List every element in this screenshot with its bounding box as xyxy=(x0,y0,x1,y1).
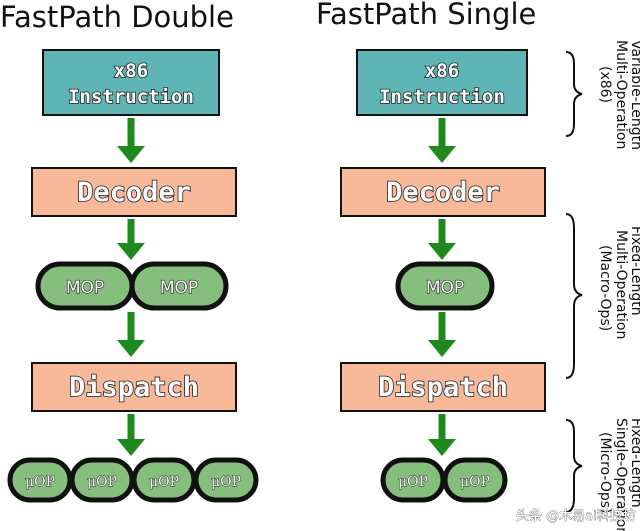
brace-1 xyxy=(565,51,583,137)
left-arrow-4-head xyxy=(117,439,145,456)
left-instruction-line1: x86 xyxy=(114,60,148,82)
brace-2 xyxy=(565,213,583,379)
side-label-1-line-2: Multi-Operation xyxy=(613,40,629,149)
side-label-2-line-2: Multi-Operation xyxy=(613,230,629,339)
side-label-3-line-3: (Micro-Ops) xyxy=(597,432,613,514)
left-mop-1-label: MOP xyxy=(66,278,104,298)
right-dispatch-box xyxy=(340,362,546,412)
left-uop-4-label: μOP xyxy=(211,474,241,490)
right-title: FastPath Single xyxy=(316,0,536,31)
side-label-variable-length: Variable-Length Multi-Operation (x86) xyxy=(597,40,640,150)
side-label-2-line-1: Fixed-Length xyxy=(628,226,640,316)
right-uop-1-label: μOP xyxy=(398,474,428,490)
left-uop-2-label: μOP xyxy=(87,474,117,490)
brace-3 xyxy=(565,419,583,513)
watermark-text: 头条 @木易ai科技坊 xyxy=(516,508,636,524)
left-mop-2 xyxy=(129,261,229,311)
right-instruction-line2: Instruction xyxy=(379,86,505,108)
left-mop-2-label: MOP xyxy=(160,278,198,298)
right-decoder-box xyxy=(340,167,546,217)
right-arrow-2-head xyxy=(428,243,456,260)
right-decoder-label: Decoder xyxy=(386,177,500,208)
side-label-micro-ops: Fixed-Length Single-Operation (Micro-Ops… xyxy=(597,418,640,531)
side-label-2-line-3: (Macro-Ops) xyxy=(597,245,613,331)
right-arrow-3-head xyxy=(428,340,456,357)
left-dispatch-box xyxy=(31,362,237,412)
side-label-macro-ops: Fixed-Length Multi-Operation (Macro-Ops) xyxy=(597,226,640,339)
right-instruction-line1: x86 xyxy=(425,60,459,82)
left-dispatch-label: Dispatch xyxy=(69,372,199,403)
right-mop-1 xyxy=(395,261,495,311)
left-uop-4 xyxy=(193,457,259,503)
left-instruction-box xyxy=(42,49,220,116)
right-dispatch-label: Dispatch xyxy=(378,372,508,403)
side-label-1-line-3: (x86) xyxy=(597,66,613,103)
left-uop-3-label: μOP xyxy=(149,474,179,490)
left-instruction-line2: Instruction xyxy=(68,86,194,108)
left-uop-1-label: μOP xyxy=(25,474,55,490)
left-title: FastPath Double xyxy=(0,0,234,34)
right-arrow-4-head xyxy=(428,439,456,456)
right-arrow-1-head xyxy=(428,146,456,163)
right-uop-2 xyxy=(442,457,508,503)
left-arrow-2-head xyxy=(117,243,145,260)
side-label-1-line-1: Variable-Length xyxy=(628,40,640,150)
right-instruction-box xyxy=(356,49,528,116)
right-mop-1-label: MOP xyxy=(426,278,464,298)
left-arrow-3-head xyxy=(117,340,145,357)
left-decoder-box xyxy=(31,167,237,217)
right-uop-2-label: μOP xyxy=(460,474,490,490)
left-arrow-1-head xyxy=(117,146,145,163)
left-decoder-label: Decoder xyxy=(77,177,191,208)
side-label-3-line-2: Single-Operation xyxy=(613,418,629,531)
side-label-3-line-1: Fixed-Length xyxy=(628,418,640,508)
